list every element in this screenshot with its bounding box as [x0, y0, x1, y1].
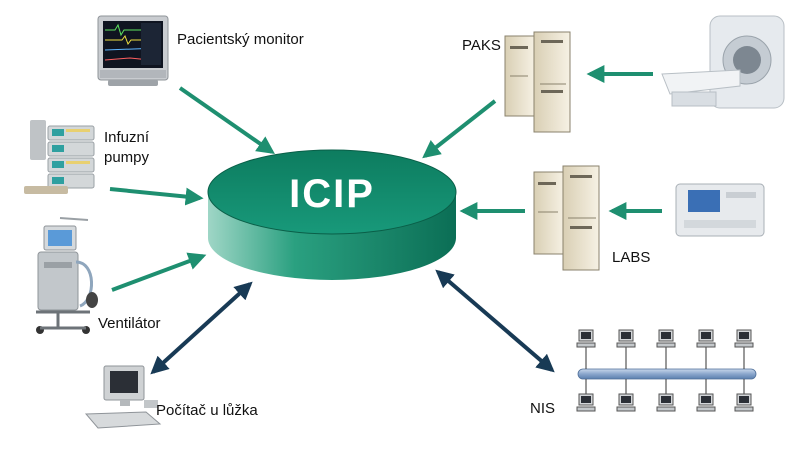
arrows — [109, 65, 662, 375]
nis-workstation-icon — [696, 379, 716, 412]
ventilator-device — [36, 217, 98, 334]
nis-workstation-icon — [616, 379, 636, 412]
labs-server-device — [533, 165, 600, 271]
infusion-pumps-label-line1: Infuzní — [104, 129, 150, 146]
icip-label: ICIP — [289, 172, 375, 216]
arrow-ventilator-to-icip — [111, 252, 207, 292]
nis-workstation-icon — [656, 379, 676, 412]
ct-scanner-device — [661, 15, 785, 109]
patient-monitor-device — [97, 15, 169, 86]
nis-workstation-icon — [656, 329, 676, 369]
arrow-paks-to-icip — [422, 99, 497, 159]
arrow-monitor-to-icip — [178, 86, 275, 155]
nis-label: NIS — [530, 400, 556, 417]
nis-workstation-icon — [696, 329, 716, 369]
nis-workstation-icon — [734, 329, 754, 369]
nis-workstations — [576, 329, 754, 412]
paks-server-device — [504, 31, 571, 133]
arrow-pumps-to-icip — [109, 187, 204, 206]
bedside-pc-device — [84, 365, 162, 429]
nis-network — [577, 368, 757, 380]
ventilator-label: Ventilátor — [98, 315, 161, 332]
labs-label: LABS — [612, 249, 651, 266]
icip-hub: ICIP — [207, 149, 457, 280]
arrow-icip-nis — [435, 269, 555, 373]
patient-monitor-label: Pacientský monitor — [177, 31, 304, 48]
bedside-pc-label: Počítač u lůžka — [156, 402, 258, 419]
nis-workstation-icon — [734, 379, 754, 412]
nis-workstation-icon — [616, 329, 636, 369]
arrow-icip-bedside-pc — [150, 281, 253, 375]
infusion-pumps-label-line2: pumpy — [104, 149, 150, 166]
nis-workstation-icon — [576, 379, 596, 412]
infusion-pumps-device — [24, 120, 95, 194]
lab-analyzer-device — [675, 183, 765, 237]
nis-workstation-icon — [576, 329, 596, 369]
paks-label: PAKS — [462, 37, 501, 54]
